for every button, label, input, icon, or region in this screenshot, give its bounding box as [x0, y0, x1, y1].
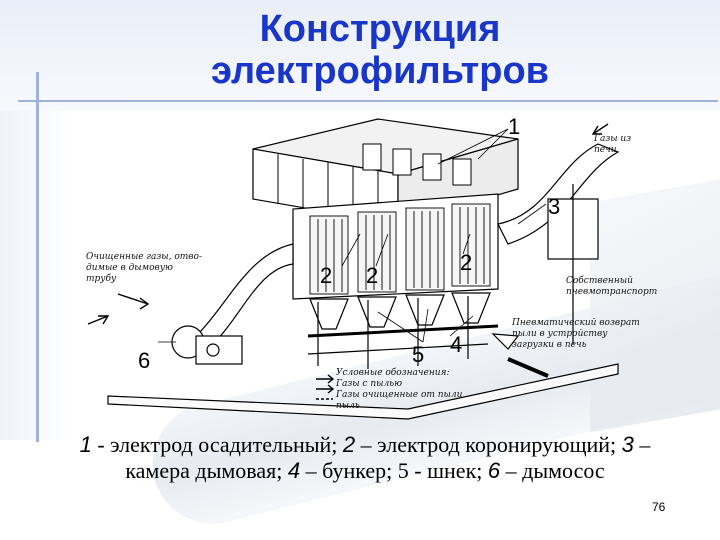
- caption-item-6: – дымосос: [500, 458, 605, 483]
- background-header-band: [0, 0, 720, 110]
- callout-6: 6: [138, 348, 151, 373]
- caption-item-3: – камера дымовая;: [125, 432, 651, 483]
- callout-1: 1: [508, 114, 521, 139]
- caption-item-4: – бункер; 5 - шнек;: [300, 458, 488, 483]
- annotation-furnace-gases: Газы из печи: [594, 134, 632, 155]
- hoppers: [309, 292, 491, 330]
- callout-3: 3: [548, 194, 561, 219]
- callout-2-left: 2: [320, 263, 333, 288]
- annotation-legend: Условные обозначения: Газы с пылью Газы …: [336, 368, 463, 411]
- callout-2-right: 2: [460, 250, 473, 275]
- annotation-cleaned-gases: Очищенные газы, отво- димые в дымовую тр…: [86, 252, 203, 284]
- caption-item-2: – электрод коронирующий;: [355, 432, 622, 457]
- annotation-pneumatic-return: Пневматический возврат пыли в устройству…: [512, 318, 640, 350]
- caption: 1 - электрод осадительный; 2 – электрод …: [60, 432, 670, 484]
- support-legs: [307, 296, 489, 369]
- gas-flow-arrows: [87, 123, 609, 325]
- caption-num-6: 6: [487, 458, 501, 483]
- screw-conveyor: [307, 324, 499, 338]
- decorative-vertical-line: [36, 72, 39, 442]
- legend-markers: [316, 374, 335, 400]
- inlet-duct: [497, 143, 620, 245]
- pneumatic-return: [491, 333, 520, 350]
- annotation-dust-transport: Собственный пневмотранспорт: [566, 276, 658, 297]
- caption-num-1: 1: [79, 432, 92, 457]
- background-left-band: [0, 110, 70, 440]
- electrode-chambers: [309, 203, 491, 295]
- callout-4: 4: [450, 332, 463, 357]
- decorative-horizontal-line: [18, 100, 718, 102]
- callout-2-middle: 2: [366, 263, 379, 288]
- page-number: 76: [652, 500, 666, 514]
- outlet-duct: [197, 243, 294, 345]
- leader-lines: [158, 128, 547, 343]
- caption-num-2: 2: [342, 432, 356, 457]
- callout-5: 5: [412, 342, 425, 367]
- ground-plane: [107, 363, 619, 420]
- slide-title: Конструкция электрофильтров: [210, 8, 550, 92]
- electrofilter-drawing: [87, 118, 620, 420]
- caption-num-3: 3: [621, 432, 634, 457]
- caption-num-4: 4: [287, 458, 301, 483]
- roof-ribs: [277, 143, 472, 220]
- caption-item-1: - электрод осадительный;: [91, 432, 343, 457]
